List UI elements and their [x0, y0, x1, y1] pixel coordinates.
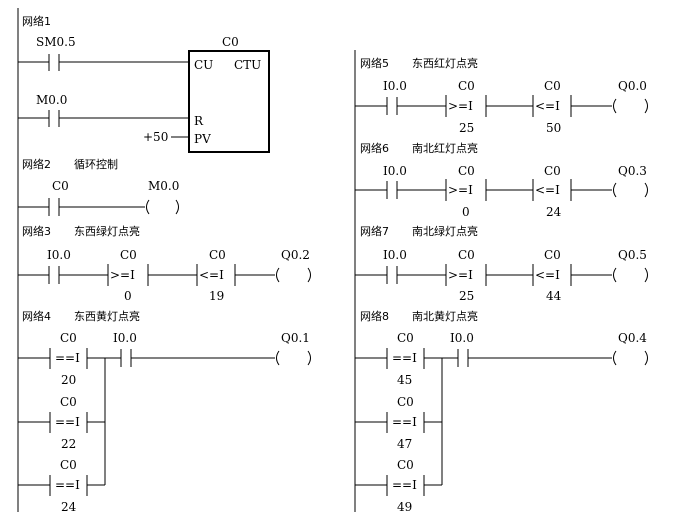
- pv-pin-label: PV: [194, 132, 211, 146]
- n4-contact-label: I0.0: [113, 331, 137, 345]
- ctu-type-label: CTU: [234, 58, 261, 72]
- network-6-title: 网络6: [360, 141, 389, 155]
- network-8: 网络8 南北黄灯点亮 C0 ==I 45 C0 ==I 47 C0 ==I 49…: [355, 309, 648, 514]
- n8-cmp2-value: 47: [397, 437, 412, 451]
- n4-cmp3-value: 24: [61, 500, 77, 514]
- n3-cmp1-name: C0: [120, 248, 137, 262]
- n8-cmp3-value: 49: [397, 500, 412, 514]
- n7-cmp2-op: <=I: [535, 268, 560, 282]
- n8-cmp1-value: 45: [397, 373, 412, 387]
- n4-cmp2-op: ==I: [55, 415, 80, 429]
- n6-cmp1-name: C0: [458, 164, 475, 178]
- network-3-title: 网络3: [22, 224, 51, 238]
- n8-contact-label: I0.0: [450, 331, 474, 345]
- n7-coil-label: Q0.5: [618, 248, 647, 262]
- n2-coil-label: M0.0: [148, 179, 179, 193]
- n8-cmp1-name: C0: [397, 331, 414, 345]
- n5-contact-label: I0.0: [383, 79, 407, 93]
- network-7-comment: 南北绿灯点亮: [412, 224, 478, 238]
- network-8-comment: 南北黄灯点亮: [412, 309, 478, 323]
- network-6-comment: 南北红灯点亮: [412, 141, 478, 155]
- n3-cmp1-op: >=I: [110, 268, 135, 282]
- n3-contact-label: I0.0: [47, 248, 71, 262]
- n8-coil: [613, 350, 617, 366]
- n4-cmp1-name: C0: [60, 331, 77, 345]
- n8-cmp3-name: C0: [397, 458, 414, 472]
- n6-cmp2-name: C0: [544, 164, 561, 178]
- n6-contact-label: I0.0: [383, 164, 407, 178]
- n4-cmp2-name: C0: [60, 395, 77, 409]
- n5-cmp1-name: C0: [458, 79, 475, 93]
- network-2-title: 网络2: [22, 157, 51, 171]
- n6-cmp1-value: 0: [462, 205, 470, 219]
- n5-cmp1-value: 25: [459, 121, 474, 135]
- n7-cmp1-name: C0: [458, 248, 475, 262]
- pv-value: +50: [143, 130, 168, 144]
- n7-cmp2-name: C0: [544, 248, 561, 262]
- network-2: 网络2 循环控制 C0 M0.0: [18, 157, 179, 216]
- n4-cmp1-op: ==I: [55, 351, 80, 365]
- n2-coil: [146, 199, 150, 215]
- n6-cmp1-op: >=I: [448, 183, 473, 197]
- n6-cmp2-op: <=I: [535, 183, 560, 197]
- n7-cmp2-value: 44: [546, 289, 562, 303]
- n5-cmp2-name: C0: [544, 79, 561, 93]
- n8-cmp1-op: ==I: [392, 351, 417, 365]
- network-2-comment: 循环控制: [74, 157, 118, 171]
- n5-cmp2-op: <=I: [535, 99, 560, 113]
- n4-coil: [276, 350, 280, 366]
- n8-cmp2-op: ==I: [392, 415, 417, 429]
- n7-cmp1-value: 25: [459, 289, 474, 303]
- n5-cmp2-value: 50: [546, 121, 561, 135]
- n6-cmp2-value: 24: [546, 205, 562, 219]
- network-6: 网络6 南北红灯点亮 I0.0 C0 >=I 0 C0 <=I 24 Q0.3: [355, 141, 648, 219]
- n6-coil-label: Q0.3: [618, 164, 647, 178]
- n7-contact-label: I0.0: [383, 248, 407, 262]
- network-3-comment: 东西绿灯点亮: [74, 224, 140, 238]
- network-5-title: 网络5: [360, 56, 389, 70]
- network-7-title: 网络7: [360, 224, 389, 238]
- n7-coil: [613, 267, 617, 283]
- n3-cmp2-value: 19: [209, 289, 224, 303]
- counter-name: C0: [222, 35, 239, 49]
- network-4: 网络4 东西黄灯点亮 C0 ==I 20 C0 ==I 22 C0 ==I 24…: [18, 309, 311, 514]
- n2-contact-label: C0: [52, 179, 69, 193]
- network-1: 网络1 C0 CU CTU R PV SM0.5 M0.0 +50: [18, 14, 270, 153]
- network-4-title: 网络4: [22, 309, 51, 323]
- network-5: 网络5 东西红灯点亮 I0.0 C0 >=I 25 C0 <=I 50 Q0.0: [355, 56, 648, 135]
- n4-cmp2-value: 22: [61, 437, 76, 451]
- n8-cmp3-op: ==I: [392, 478, 417, 492]
- n3-cmp2-name: C0: [209, 248, 226, 262]
- n3-coil: [276, 267, 280, 283]
- network-8-title: 网络8: [360, 309, 389, 323]
- n3-coil-label: Q0.2: [281, 248, 310, 262]
- ctu-block: [188, 50, 270, 153]
- network-3: 网络3 东西绿灯点亮 I0.0 C0 >=I 0 C0 <=I 19 Q0.2: [18, 224, 311, 303]
- n4-cmp3-op: ==I: [55, 478, 80, 492]
- n8-cmp2-name: C0: [397, 395, 414, 409]
- n5-coil: [613, 98, 617, 114]
- r-contact-label: M0.0: [36, 93, 67, 107]
- n3-cmp2-op: <=I: [199, 268, 224, 282]
- network-1-title: 网络1: [22, 14, 51, 28]
- cu-pin-label: CU: [194, 58, 213, 72]
- n7-cmp1-op: >=I: [448, 268, 473, 282]
- n5-coil-label: Q0.0: [618, 79, 647, 93]
- n3-cmp1-value: 0: [124, 289, 132, 303]
- n6-coil: [613, 182, 617, 198]
- n5-cmp1-op: >=I: [448, 99, 473, 113]
- n8-coil-label: Q0.4: [618, 331, 647, 345]
- n4-coil-label: Q0.1: [281, 331, 310, 345]
- network-7: 网络7 南北绿灯点亮 I0.0 C0 >=I 25 C0 <=I 44 Q0.5: [355, 224, 648, 303]
- network-4-comment: 东西黄灯点亮: [74, 309, 140, 323]
- n4-cmp3-name: C0: [60, 458, 77, 472]
- r-pin-label: R: [194, 114, 204, 128]
- n4-cmp1-value: 20: [61, 373, 76, 387]
- network-5-comment: 东西红灯点亮: [412, 56, 478, 70]
- cu-contact-label: SM0.5: [36, 35, 76, 49]
